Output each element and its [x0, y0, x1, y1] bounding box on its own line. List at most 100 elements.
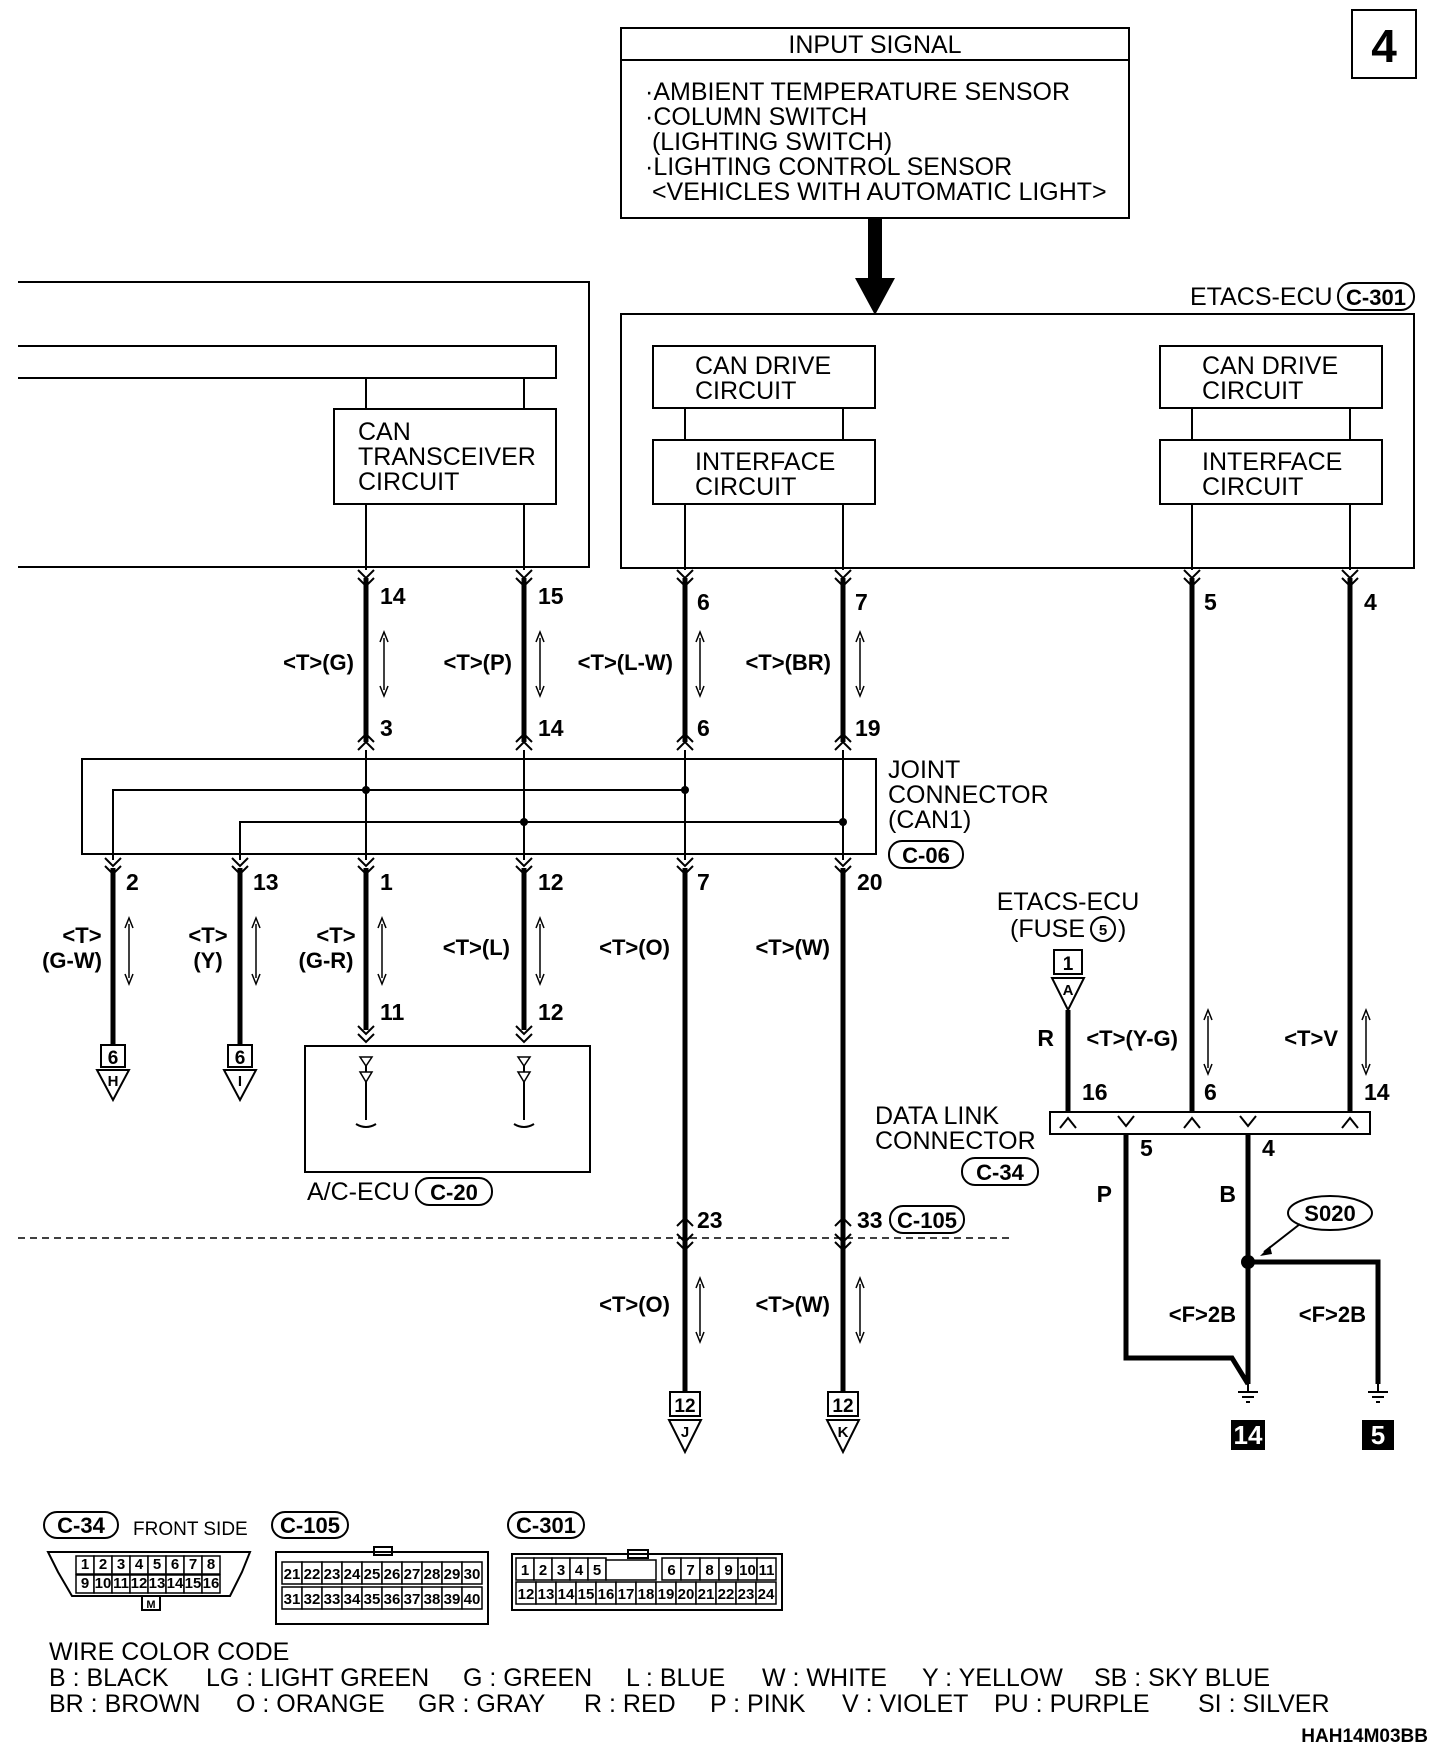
connector-chevron [231, 865, 249, 876]
wire-color-entry: P : PINK [710, 1690, 806, 1718]
etacs-ecu-frame [620, 313, 1415, 569]
svg-text:11: 11 [380, 999, 405, 1025]
svg-text:4: 4 [1364, 589, 1377, 615]
connector-pin-label: 11 [759, 1562, 775, 1579]
connector-pin-label: 30 [464, 1566, 481, 1583]
wire-color-entry: V : VIOLET [842, 1690, 968, 1718]
connector-pin-label: 13 [149, 1575, 166, 1592]
connector-chevron [104, 857, 122, 868]
connector-pin-label: 2 [539, 1562, 547, 1579]
svg-text:14: 14 [1234, 1420, 1263, 1450]
svg-text:I: I [238, 1073, 242, 1090]
wire-color-entry: SI : SILVER [1198, 1690, 1330, 1718]
connector-pin-label: 16 [203, 1575, 220, 1592]
svg-text:S020: S020 [1304, 1201, 1355, 1226]
connector-chevron [834, 865, 852, 876]
arrow-head [251, 973, 261, 987]
connector-pin-label: 17 [618, 1586, 635, 1603]
connector-chevron [357, 865, 375, 876]
svg-text:13: 13 [253, 869, 279, 895]
page-number-box [1351, 9, 1417, 79]
figure-code: HAH14M03BB [1301, 1726, 1428, 1747]
lower-wire-gw: 2 <T> (G-W) 6 H [42, 868, 139, 1103]
arrow-head [379, 685, 389, 699]
connector-pin-label: 8 [705, 1562, 713, 1579]
svg-text:<T>(W): <T>(W) [755, 935, 830, 960]
connector-pin-label: 14 [558, 1586, 575, 1603]
connector-pin-cell [756, 1557, 777, 1581]
input-signal-line: ·COLUMN SWITCH [645, 103, 867, 131]
connector-pin-label: 26 [384, 1566, 401, 1583]
joint-connector-label: (CAN1) [888, 806, 971, 834]
connector-pin-label: 15 [578, 1586, 595, 1603]
connector-pin-label: 25 [364, 1566, 381, 1583]
wire-color-code-title: WIRE COLOR CODE [49, 1638, 289, 1666]
arrow-head [535, 973, 545, 987]
svg-text:23: 23 [697, 1207, 723, 1233]
svg-text:C-20: C-20 [430, 1180, 478, 1205]
svg-text:<T>(BR): <T>(BR) [745, 650, 831, 675]
ground-symbol-right: 5 [1362, 1384, 1394, 1450]
lower-wire-l: 12 <T>(L) 12 [443, 868, 564, 1030]
etacs-ecu-connector-tag: C-301 [1337, 282, 1415, 311]
svg-text:(Y): (Y) [193, 948, 222, 973]
connector-chevron [357, 577, 375, 588]
connector-chevron [1341, 569, 1359, 580]
svg-text:14: 14 [538, 715, 564, 741]
connector-pin-label: 2 [99, 1556, 107, 1573]
connector-chevron [676, 740, 694, 751]
connector-pin-label: 31 [284, 1591, 301, 1608]
svg-text:20: 20 [857, 869, 883, 895]
connector-pin-label: 32 [304, 1591, 321, 1608]
interface-circuit-right: INTERFACE CIRCUIT [1159, 439, 1383, 505]
wire-color-entry: Y : YELLOW [922, 1664, 1063, 1692]
ground-symbol-left: 14 [1231, 1384, 1265, 1450]
svg-text:A: A [1063, 982, 1074, 999]
can-wire-br: 7 <T>(BR) 19 [745, 578, 881, 742]
svg-text:5: 5 [1204, 589, 1217, 615]
fuse-wire-r: R 16 [1037, 1010, 1108, 1112]
can-wire-p: 15 <T>(P) 14 [444, 578, 564, 742]
fuse-terminal: 1 A [1050, 949, 1086, 1013]
svg-text:19: 19 [855, 715, 881, 741]
connector-chevron [676, 732, 694, 743]
connector-pin-label: 12 [131, 1575, 148, 1592]
wire-color-entry: SB : SKY BLUE [1094, 1664, 1270, 1692]
svg-text:6: 6 [108, 1048, 119, 1069]
svg-text:B: B [1219, 1181, 1236, 1207]
connector-chevron [834, 732, 852, 743]
wire-color-entry: BR : BROWN [49, 1690, 200, 1718]
wire-color-entry: B : BLACK [49, 1664, 169, 1692]
svg-text:16: 16 [1082, 1079, 1108, 1105]
connector-pin-label: 11 [113, 1575, 129, 1592]
connector-pin-cell [461, 1586, 483, 1610]
data-link-connector [1049, 1111, 1371, 1135]
connector-chevron [1341, 577, 1359, 588]
connector-pin-label: 3 [117, 1556, 125, 1573]
wire-color-entry: W : WHITE [762, 1664, 887, 1692]
connector-pin-label: 13 [538, 1586, 555, 1603]
svg-text:<T>(G): <T>(G) [283, 650, 354, 675]
arrow-head [377, 915, 387, 929]
connector-chevron [357, 1025, 375, 1036]
connector-chevron [357, 732, 375, 743]
svg-text:CIRCUIT: CIRCUIT [695, 377, 796, 405]
ground-label: <F>2B [1169, 1302, 1236, 1327]
connector-pin-label: 6 [171, 1556, 179, 1573]
svg-text:<T>(O): <T>(O) [599, 1292, 670, 1317]
arrow-head [695, 1275, 705, 1289]
can-wire-v: 4 <T>V 14 [1284, 578, 1390, 1112]
svg-text:(G-W): (G-W) [42, 948, 102, 973]
ac-ecu-connector-tag: C-20 [415, 1177, 493, 1206]
input-signal-line: ·LIGHTING CONTROL SENSOR [645, 153, 1012, 181]
svg-text:14: 14 [380, 583, 406, 609]
connector-pin-label: 1 [521, 1562, 529, 1579]
arrow-head [124, 915, 134, 929]
connector-chevron [834, 569, 852, 580]
connector-chevron [515, 577, 533, 588]
svg-text:C-34: C-34 [976, 1160, 1024, 1185]
ground-label: <F>2B [1299, 1302, 1366, 1327]
connector-pin-label: 24 [344, 1566, 361, 1583]
svg-text:33: 33 [857, 1207, 883, 1233]
connector-chevron [1183, 577, 1201, 588]
